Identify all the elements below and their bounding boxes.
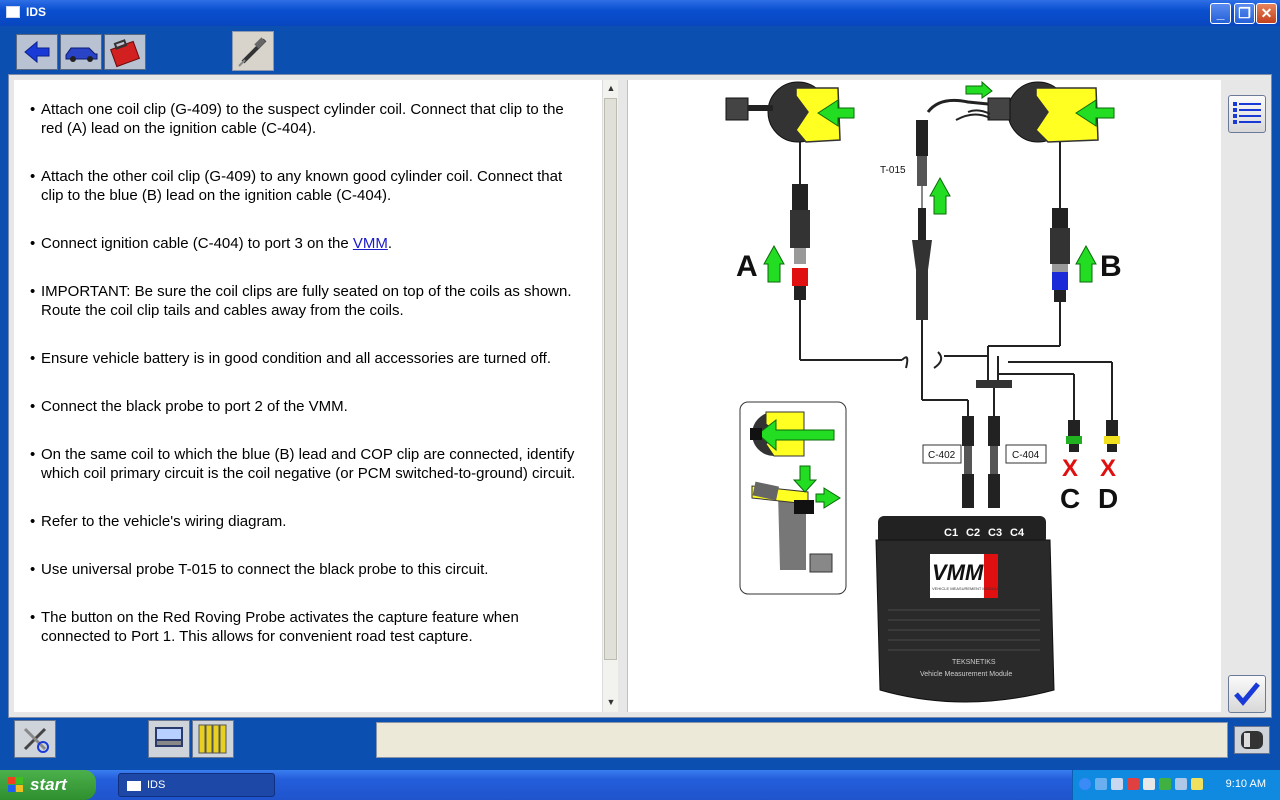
main-content: Attach one coil clip (G-409) to the susp… — [8, 74, 1272, 718]
steps-list-button[interactable] — [1228, 95, 1266, 133]
connection-diagram: A B — [627, 80, 1221, 712]
port-c3-label: C3 — [988, 527, 1002, 539]
vertical-scrollbar[interactable]: ▲ ▼ — [602, 80, 618, 712]
tools-settings-button[interactable] — [14, 720, 56, 758]
probe-label: T-015 — [880, 165, 906, 176]
panel-toggle-button[interactable] — [1234, 726, 1270, 754]
probe-t015: T-015 — [880, 120, 951, 400]
right-coil — [926, 80, 1115, 143]
panel-toggle-icon — [1241, 731, 1263, 749]
instruction-item: Connect the black probe to port 2 of the… — [30, 397, 588, 416]
status-field — [376, 722, 1228, 758]
vmm-footer-text: Vehicle Measurement Module — [920, 671, 1012, 678]
tray-expand-icon[interactable] — [1079, 778, 1091, 790]
start-button[interactable]: start — [0, 770, 96, 800]
port-c1-label: C1 — [944, 527, 958, 539]
vehicle-icon — [61, 35, 101, 69]
instruction-text: Connect ignition cable (C-404) to port 3… — [41, 235, 353, 252]
title-bar: IDS _ ❐ ✕ — [0, 0, 1280, 26]
lead-d-assembly: X D — [1098, 420, 1120, 514]
scrollbar-thumb[interactable] — [604, 98, 617, 660]
confirm-button[interactable] — [1228, 675, 1266, 713]
instruction-item: The button on the Red Roving Probe activ… — [30, 608, 588, 646]
app-window-icon — [6, 6, 20, 18]
instruction-text: . — [387, 235, 393, 252]
back-arrow-icon — [17, 35, 57, 69]
abcd-channels-button[interactable] — [192, 720, 234, 758]
cable-c402-label: C-402 — [928, 450, 956, 461]
os-taskbar: start IDS 9:10 AM — [0, 770, 1280, 800]
instruction-item: Ensure vehicle battery is in good condit… — [30, 349, 588, 368]
vehicle-button[interactable] — [60, 34, 102, 70]
lead-b-label: B — [1100, 250, 1122, 283]
instruction-item: Attach one coil clip (G-409) to the susp… — [30, 100, 588, 138]
vmm-logo: VMM — [932, 560, 984, 585]
instruction-item: Attach the other coil clip (G-409) to an… — [30, 167, 588, 205]
tray-message-icon[interactable] — [1191, 778, 1203, 790]
cable-harness — [901, 346, 1113, 420]
coil-detail-inset — [739, 401, 847, 595]
checkmark-icon — [1234, 682, 1260, 706]
instruction-item: Refer to the vehicle's wiring diagram. — [30, 512, 588, 531]
instruction-item: On the same coil to which the blue (B) l… — [30, 445, 588, 483]
toolbox-button[interactable] — [104, 34, 146, 70]
toolbox-icon — [105, 35, 145, 69]
start-label: start — [30, 775, 67, 794]
back-button[interactable] — [16, 34, 58, 70]
port-c4-label: C4 — [1010, 527, 1025, 539]
windows-flag-icon — [8, 777, 23, 792]
system-clock: 9:10 AM — [1225, 778, 1266, 790]
lead-a-assembly: A — [736, 142, 902, 361]
tools-settings-icon — [23, 727, 49, 753]
minimize-button[interactable]: _ — [1210, 3, 1231, 24]
tray-display-icon[interactable] — [1111, 778, 1123, 790]
vmm-link[interactable]: VMM — [352, 235, 388, 252]
window-title: IDS — [26, 5, 47, 19]
instruction-item: IMPORTANT: Be sure the coil clips are fu… — [30, 282, 588, 320]
cable-c404-label: C-404 — [1012, 450, 1040, 461]
lead-b-assembly: B — [988, 142, 1122, 347]
tray-device-icon[interactable] — [1143, 778, 1155, 790]
bottom-toolbar — [0, 718, 1280, 770]
vmm-brand: TEKSNETIKS — [952, 659, 996, 666]
media-controls-icon — [155, 727, 183, 747]
list-icon — [1233, 102, 1261, 124]
instructions-panel: Attach one coil clip (G-409) to the susp… — [14, 80, 602, 712]
tray-phone-icon[interactable] — [1175, 778, 1187, 790]
tray-sync-icon[interactable] — [1159, 778, 1171, 790]
maximize-button[interactable]: ❐ — [1234, 3, 1255, 24]
lead-a-label: A — [736, 250, 758, 283]
probe-tool-button[interactable] — [232, 31, 274, 71]
instruction-list: Attach one coil clip (G-409) to the susp… — [14, 80, 602, 646]
cable-connectors: C-402 C-404 — [922, 416, 1047, 508]
lead-c-unused-icon: X — [1062, 455, 1078, 482]
media-controls-button[interactable] — [148, 720, 190, 758]
close-button[interactable]: ✕ — [1256, 3, 1277, 24]
scroll-down-icon[interactable]: ▼ — [606, 697, 616, 707]
top-toolbar — [0, 26, 1280, 74]
probe-tool-icon — [238, 37, 267, 67]
instruction-item: Connect ignition cable (C-404) to port 3… — [30, 234, 588, 253]
tray-security-icon[interactable] — [1127, 778, 1139, 790]
lead-c-label: C — [1060, 483, 1080, 514]
lead-d-unused-icon: X — [1100, 455, 1116, 482]
instruction-item: Use universal probe T-015 to connect the… — [30, 560, 588, 579]
taskbar-item-ids[interactable]: IDS — [118, 773, 275, 797]
scroll-up-icon[interactable]: ▲ — [606, 83, 616, 93]
port-c2-label: C2 — [966, 527, 980, 539]
system-tray: 9:10 AM — [1072, 770, 1280, 800]
lead-d-label: D — [1098, 483, 1118, 514]
tray-network-icon[interactable] — [1095, 778, 1107, 790]
lead-c-assembly: X C — [1060, 420, 1082, 514]
wiring-diagram-svg: A B — [725, 80, 1122, 703]
window-icon — [127, 781, 141, 791]
left-coil — [725, 81, 855, 143]
taskbar-item-label: IDS — [147, 779, 166, 791]
vmm-device: C1 C2 C3 C4 VMM VEHICLE MEASUREMENT MODU… — [875, 516, 1055, 703]
vmm-logo-subtitle: VEHICLE MEASUREMENT MODULE — [932, 586, 1000, 591]
abcd-channels-icon — [198, 724, 227, 754]
